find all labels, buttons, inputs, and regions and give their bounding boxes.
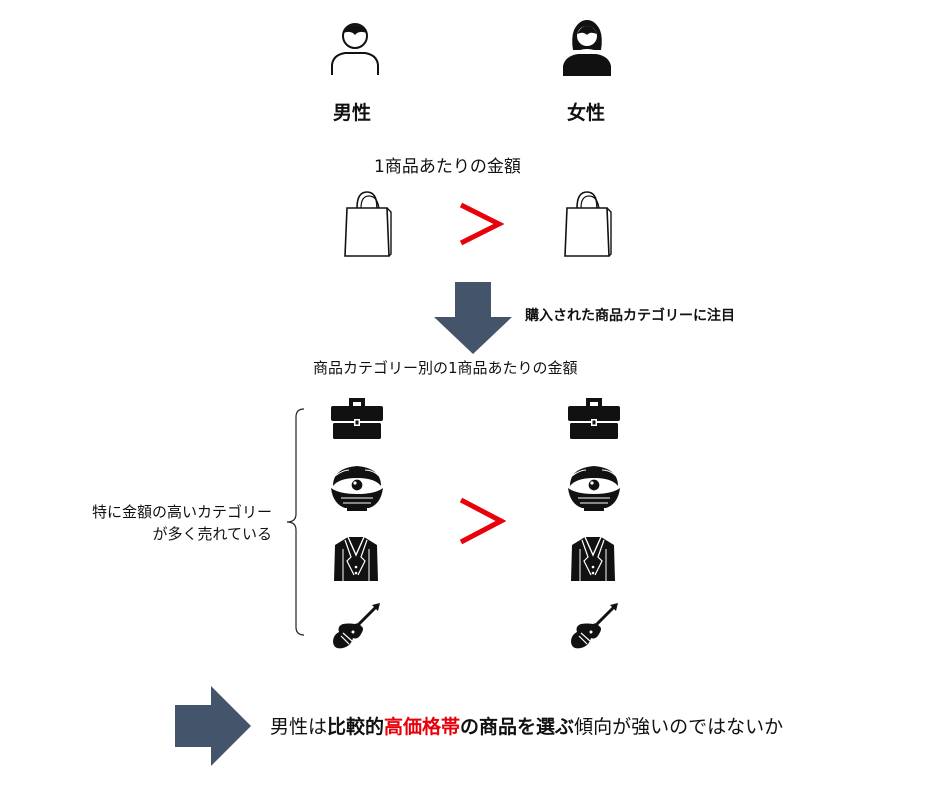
arrow-note: 購入された商品カテゴリーに注目 (525, 308, 735, 324)
male-briefcase-icon (330, 395, 384, 441)
male-person-icon (329, 16, 381, 78)
conclusion-part2: 比較的 (327, 716, 385, 738)
female-shopping-bag-icon (561, 188, 613, 260)
female-oyster-pearl-icon (566, 464, 622, 512)
curly-brace (284, 408, 306, 636)
greater-than-icon-2 (458, 496, 506, 546)
conclusion-part5: 傾向が強いのではないか (574, 716, 784, 738)
conclusion-highlight: 高価格帯 (384, 716, 461, 738)
down-arrow-icon (434, 282, 512, 354)
female-briefcase-icon (567, 395, 621, 441)
side-label-line2: が多く売れている (152, 525, 272, 543)
male-shopping-bag-icon (341, 188, 393, 260)
right-arrow-icon (175, 686, 251, 766)
greater-than-icon (458, 201, 504, 247)
section2-title: 商品カテゴリー別の1商品あたりの金額 (313, 359, 578, 377)
conclusion-part1: 男性は (270, 716, 328, 738)
female-electric-guitar-icon (569, 602, 621, 652)
male-electric-guitar-icon (331, 602, 383, 652)
male-label: 男性 (333, 102, 372, 124)
conclusion: 男性は比較的高価格帯の商品を選ぶ傾向が強いのではないか (270, 712, 783, 739)
side-label-line1: 特に金額の高いカテゴリー (91, 503, 272, 521)
section1-title: 1商品あたりの金額 (374, 157, 521, 177)
female-person-icon (561, 16, 613, 78)
side-label: 特に金額の高いカテゴリー が多く売れている (92, 501, 272, 545)
female-label: 女性 (567, 102, 606, 124)
male-suit-jacket-icon (333, 535, 379, 583)
female-suit-jacket-icon (570, 535, 616, 583)
male-oyster-pearl-icon (329, 464, 385, 512)
conclusion-part4: の商品を選ぶ (460, 716, 575, 738)
